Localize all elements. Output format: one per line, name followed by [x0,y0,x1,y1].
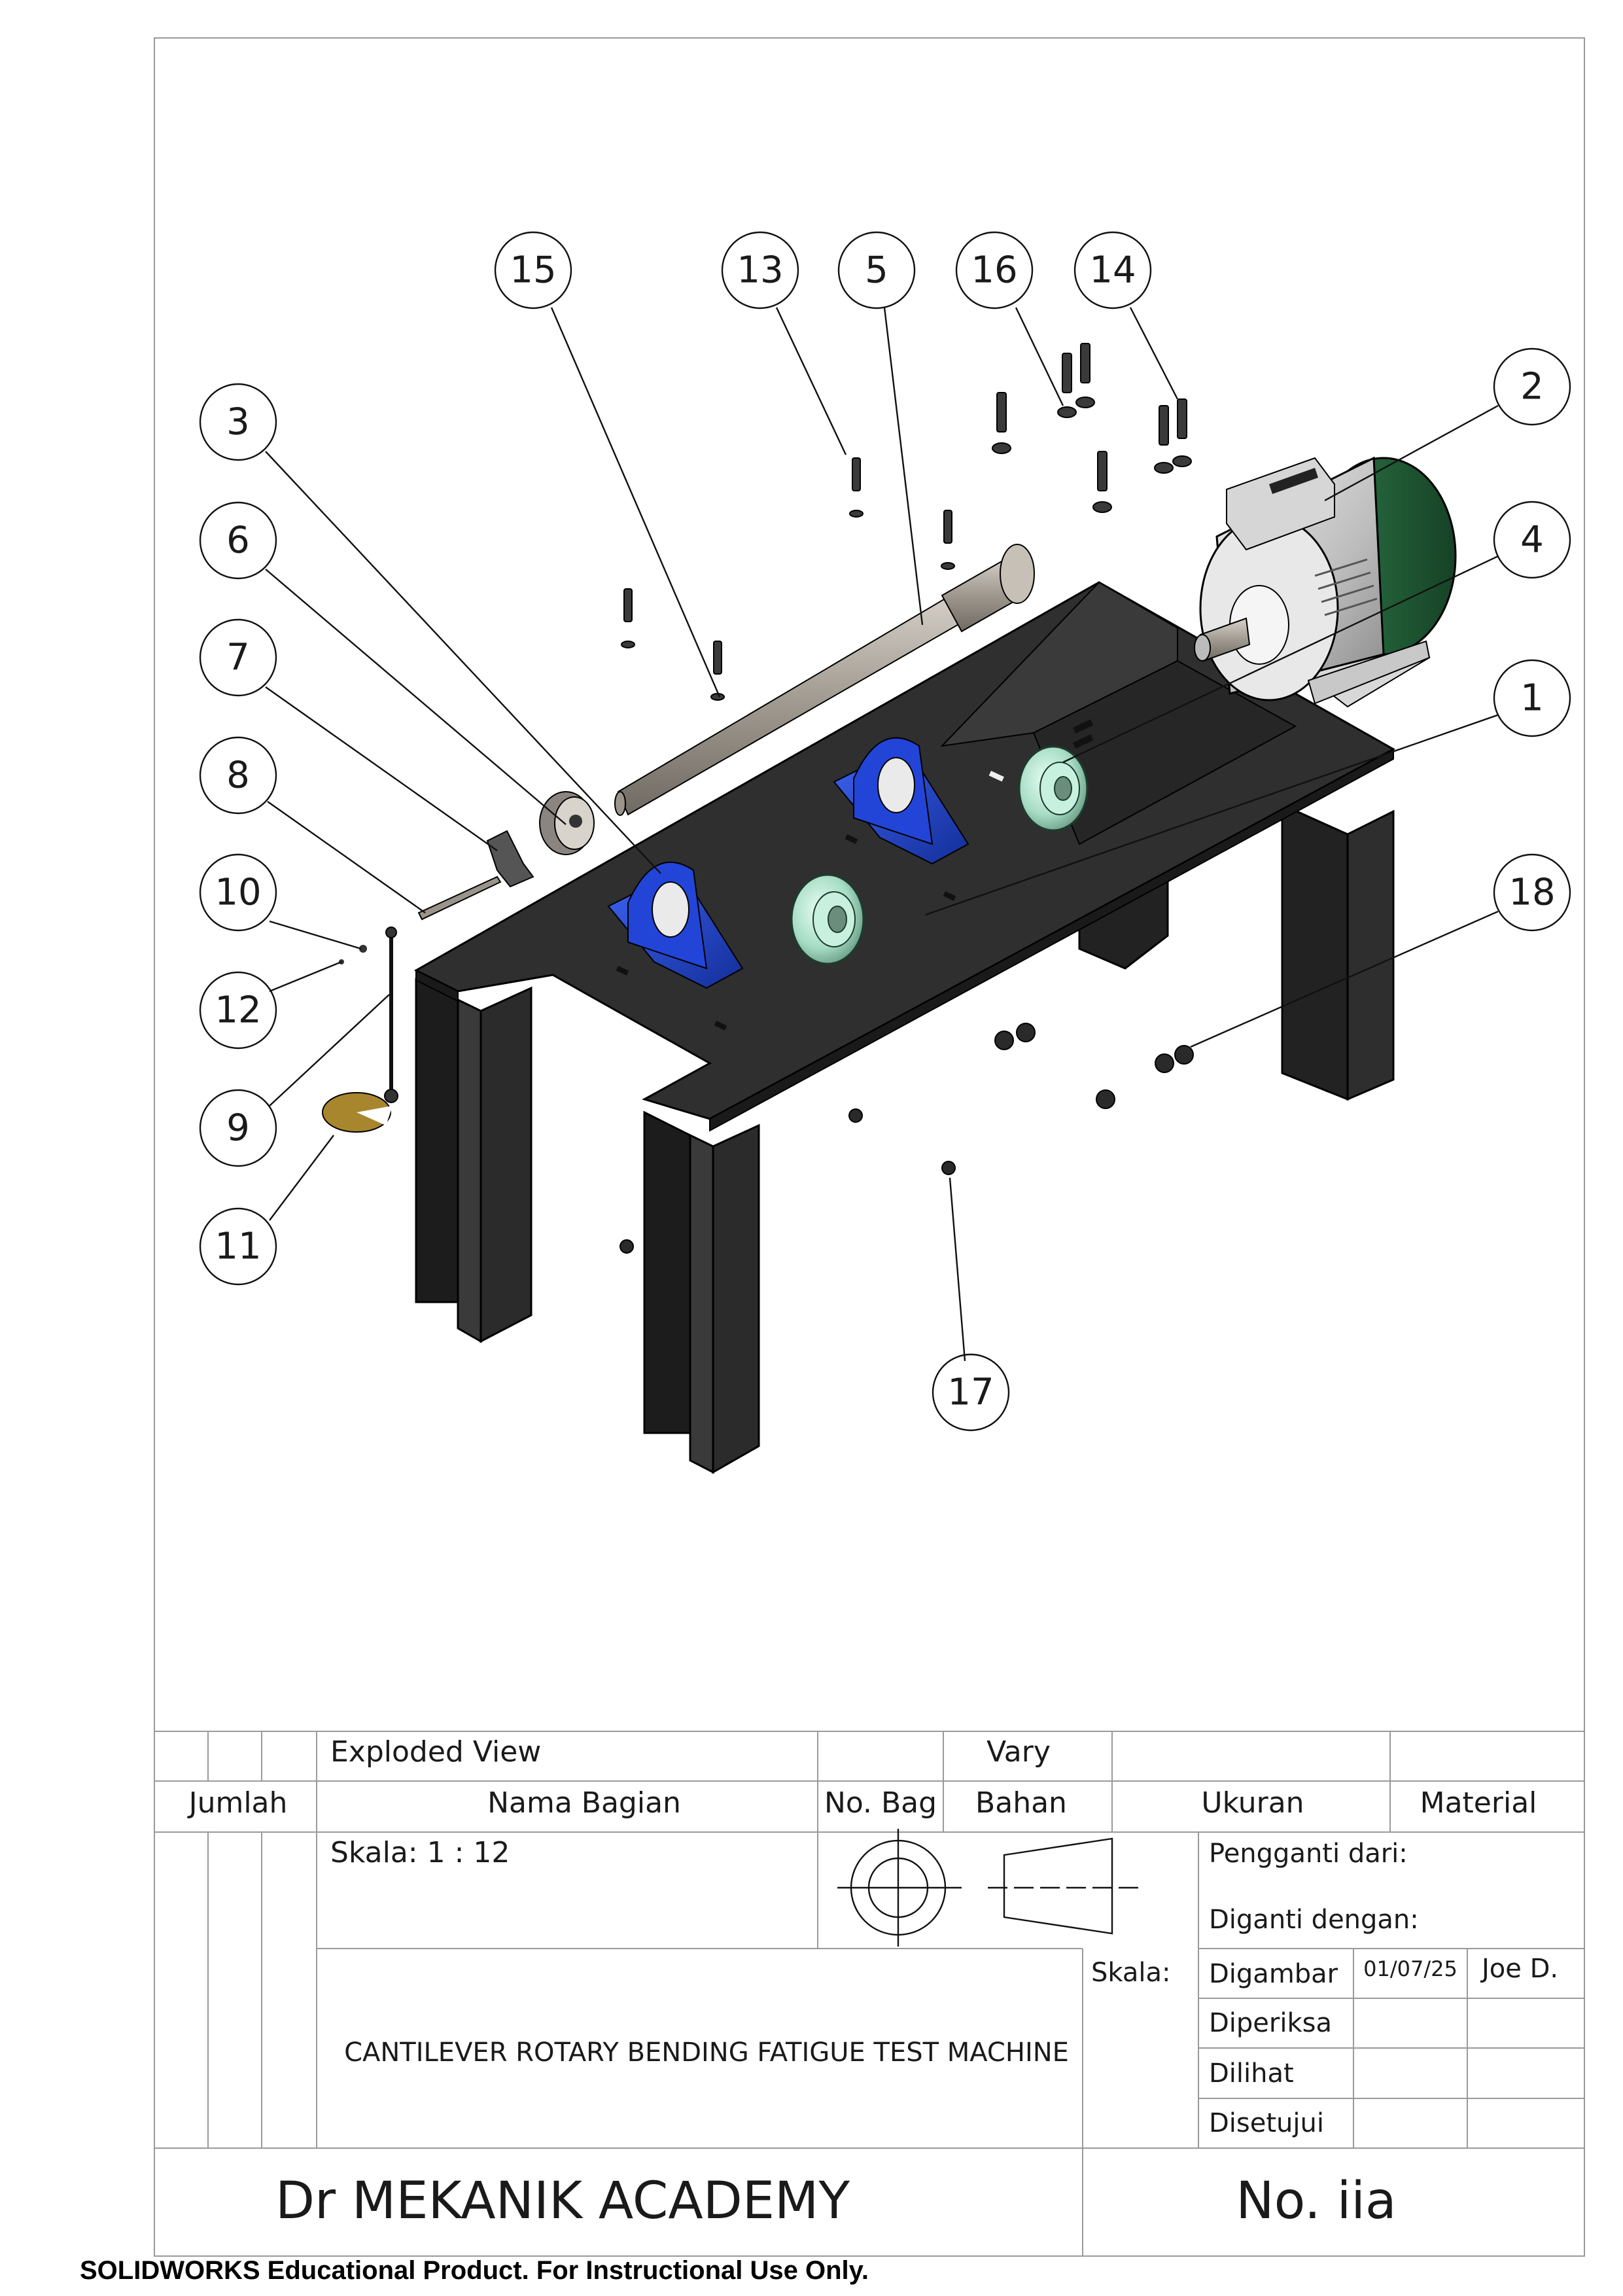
balloons: 15 13 5 16 14 2 3 4 6 7 1 8 10 18 12 9 1… [199,231,1571,1432]
electric-motor [1194,456,1457,708]
exploded-view-illustration [322,343,1457,1474]
balloon-4: 4 [1493,501,1571,579]
svg-text:10: 10 [215,872,261,914]
svg-text:5: 5 [865,249,888,292]
pillow-block-rear [833,737,969,865]
svg-text:8: 8 [226,754,250,797]
svg-text:7: 7 [226,637,250,679]
svg-text:18: 18 [1509,872,1555,914]
educational-watermark: SOLIDWORKS Educational Product. For Inst… [80,2256,869,2285]
balloon-13: 13 [721,231,799,309]
scale-text: Skala: 1 : 12 [330,1836,510,1869]
header-part-name: Nama Bagian [487,1786,681,1820]
balloon-leaders [265,307,1499,1362]
svg-text:1: 1 [1520,677,1544,720]
drawing-title: CANTILEVER ROTARY BENDING FATIGUE TEST M… [344,2038,1069,2068]
table-leg-back-right [1281,803,1395,1101]
balloon-8: 8 [199,736,277,815]
balloon-3: 3 [199,383,277,461]
header-size: Ukuran [1201,1786,1304,1820]
weight-disc [322,1092,393,1133]
header-remark: Material [1420,1786,1537,1820]
balloon-10: 10 [199,853,277,932]
third-angle-projection-symbol [837,1829,1138,1947]
balloon-11: 11 [199,1207,277,1286]
drawing-frame [154,37,1585,2257]
seen-label: Dilihat [1209,2058,1294,2089]
svg-text:12: 12 [215,989,261,1032]
svg-text:13: 13 [737,249,783,292]
small-nut [359,945,367,953]
svg-text:17: 17 [947,1371,994,1414]
drawing-number: No. iia [1236,2172,1396,2231]
svg-text:11: 11 [215,1226,261,1268]
header-material: Bahan [975,1786,1067,1820]
bolts-group [621,343,1192,701]
svg-text:4: 4 [1520,519,1544,561]
balloon-14: 14 [1073,231,1152,309]
balloon-15: 15 [494,231,572,309]
balloon-6: 6 [199,501,277,580]
svg-text:14: 14 [1089,249,1136,292]
scale-label: Skala: [1091,1958,1170,1988]
balloon-1: 1 [1493,659,1571,737]
row1-part-name: Exploded View [330,1735,541,1769]
title-block: Exploded View Vary Jumlah Nama Bagian No… [154,1731,1584,2256]
replaced-by-label: Diganti dengan: [1209,1905,1419,1935]
bearing-rear [1018,745,1089,832]
bearing-front [790,874,865,965]
main-shaft [614,544,1035,816]
balloon-12: 12 [199,971,277,1050]
specimen-holder [486,830,534,888]
drawn-name: Joe D. [1480,1954,1558,1984]
pillow-block-front [607,861,744,989]
balloon-2: 2 [1493,347,1571,426]
header-qty: Jumlah [187,1786,288,1820]
header-part-no: No. Bag [824,1786,937,1820]
checked-label: Diperiksa [1209,2008,1332,2038]
table-leg-front-left [415,978,532,1343]
balloon-17: 17 [932,1353,1010,1432]
svg-text:3: 3 [226,401,250,444]
balloon-18: 18 [1493,853,1571,932]
svg-text:15: 15 [510,249,556,292]
svg-text:2: 2 [1520,366,1544,408]
balloon-5: 5 [837,231,916,309]
svg-text:9: 9 [226,1107,250,1150]
balloon-7: 7 [199,618,277,697]
company-name: Dr MEKANIK ACADEMY [275,2172,850,2231]
approved-label: Disetujui [1209,2108,1324,2138]
balloon-16: 16 [955,231,1034,309]
collet-chuck [539,791,595,855]
drawn-date: 01/07/25 [1363,1956,1457,1981]
balloon-9: 9 [199,1089,277,1167]
svg-text:6: 6 [226,520,250,562]
replaces-label: Pengganti dari: [1209,1839,1408,1869]
table-leg-front-right [643,1110,760,1474]
svg-text:16: 16 [971,249,1017,292]
drawn-label: Digambar [1209,1959,1338,1989]
row1-material: Vary [986,1735,1051,1769]
nuts-group [620,1023,1194,1254]
test-specimen [417,875,502,921]
